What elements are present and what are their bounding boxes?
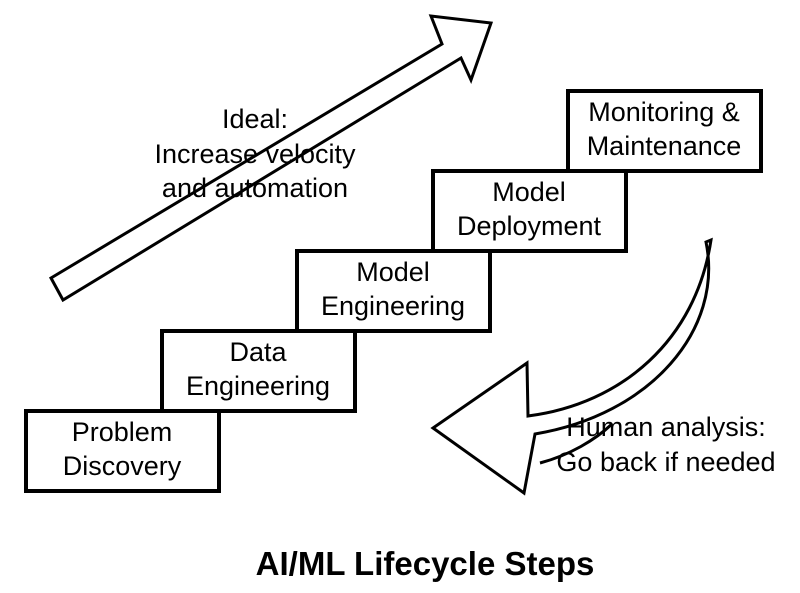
step-model-deployment-line1: Model	[492, 177, 566, 207]
feedback-back-arrow-icon	[430, 237, 713, 496]
step-box-model-deployment	[431, 169, 628, 253]
step-data-engineering-line1: Data	[229, 337, 287, 367]
step-data-engineering-line2: Engineering	[186, 371, 330, 401]
diagram-title: AI/ML Lifecycle Steps	[256, 545, 595, 582]
ideal-up-arrow-icon	[48, 14, 494, 303]
step-model-engineering-line2: Engineering	[321, 291, 465, 321]
step-monitoring-maintenance-line1: Monitoring &	[588, 97, 740, 127]
step-monitoring-maintenance-line2: Maintenance	[587, 131, 742, 161]
ideal-note-line3: and automation	[162, 173, 348, 203]
feedback-connector-line	[539, 422, 614, 465]
feedback-note-line1: Human analysis:	[566, 412, 766, 442]
step-box-monitoring-maintenance	[566, 89, 763, 173]
ideal-note-line1: Ideal:	[222, 104, 288, 134]
step-box-model-engineering	[295, 249, 492, 333]
step-problem-discovery-line1: Problem	[72, 417, 173, 447]
step-model-engineering-line1: Model	[356, 257, 430, 287]
feedback-note-line2: Go back if needed	[556, 447, 775, 477]
ideal-note-line2: Increase velocity	[154, 139, 356, 169]
step-box-data-engineering	[160, 329, 357, 413]
step-problem-discovery-line2: Discovery	[63, 451, 182, 481]
step-model-deployment-line2: Deployment	[457, 211, 602, 241]
step-box-problem-discovery	[24, 409, 221, 493]
